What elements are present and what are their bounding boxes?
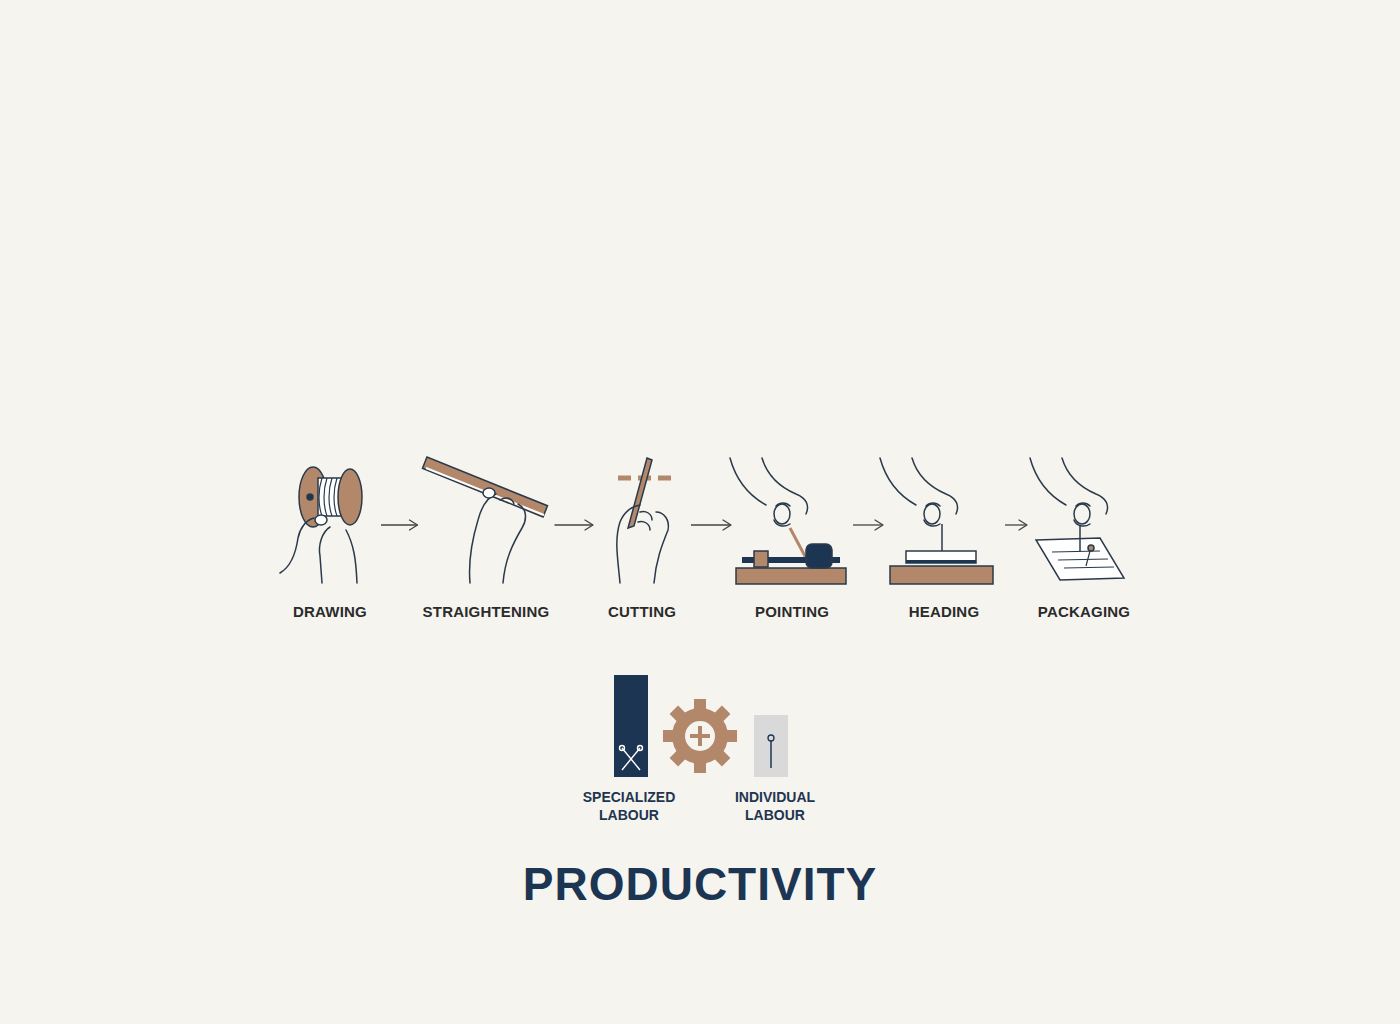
step-label: STRAIGHTENING [423,602,550,624]
spool-icon-part-part [319,527,330,583]
flow-arrow-part [555,524,594,525]
spool-icon-part-part [319,478,322,516]
process-step: POINTING [734,452,850,624]
flow-arrow-part [381,524,418,525]
specialized-bar-part-part [622,748,640,770]
process-step: CUTTING [596,452,688,624]
grinder-icon [730,458,846,584]
bar-label: INDIVIDUAL LABOUR [715,788,835,824]
flow-arrow-part [1019,520,1027,530]
spool-icon-part-part [324,478,327,516]
flow-arrow-part [1005,524,1027,525]
process-step: STRAIGHTENING [421,452,552,624]
grinder-icon-part [754,551,768,567]
specialized-bar [614,675,648,777]
step-label: DRAWING [293,602,367,624]
grinder-icon-part [736,568,846,584]
process-step: DRAWING [282,452,378,624]
grinder-icon-part [790,528,806,558]
knife-icon-part-part [638,521,650,530]
spool-icon [280,467,362,583]
gear-symbol-part [685,721,715,751]
spool-icon-part-part [329,478,332,516]
spool-icon-part-part [280,518,314,573]
ruler-icon-part-part [483,488,495,498]
ruler-icon-part-part [469,494,496,583]
flow-arrow [555,520,594,530]
flow-arrow-part [875,520,883,530]
anvil-icon-part [890,566,993,584]
process-step: HEADING [886,452,1002,624]
spool-icon-part [307,494,313,500]
spool-icon-part [338,469,362,525]
grinder-icon-part [730,458,808,526]
specialized-bar-part [620,746,643,771]
flow-arrow-part [853,524,883,525]
paper-icon-part [1086,551,1090,566]
specialized-bar-part-part [622,748,640,770]
paper-icon-part-part [1058,559,1108,560]
anvil-icon-part [941,524,943,552]
knife-icon [617,458,676,583]
knife-icon-part-part [617,505,640,583]
flow-arrow [691,520,731,530]
paper-icon-part [1088,545,1094,551]
process-step: PACKAGING [1030,452,1138,624]
gear-symbol [663,699,737,773]
spool-icon-part-part [346,530,357,583]
ruler-icon-part-part [500,498,514,504]
paper-icon-part-part [1064,567,1114,568]
ruler-icon-part [469,488,525,583]
flow-arrow [853,520,883,530]
gear-symbol-part [690,734,710,738]
knife-icon-part-part [654,512,668,583]
step-label: CUTTING [608,602,676,624]
knife-icon-part-part [640,511,652,520]
specialized-bar-part-part [638,746,643,751]
spool-icon-part-part [334,478,337,516]
flow-arrow [381,520,418,530]
ruler-icon-part [426,468,544,515]
ruler-icon [422,457,547,583]
individual-bar-part [768,735,774,741]
paper-icon [1030,458,1124,580]
step-label: POINTING [755,602,829,624]
flow-arrow [1005,520,1027,530]
individual-bar-part [770,741,772,768]
step-label: PACKAGING [1038,602,1130,624]
paper-icon-part [1079,526,1081,552]
knife-icon-part [617,505,669,583]
individual-bar-part [754,715,788,777]
anvil-icon [880,458,993,584]
grinder-icon-part [806,544,832,568]
knife-icon-part [628,458,652,528]
specialized-bar-part [614,675,648,777]
flow-arrow-part [691,524,731,525]
ruler-icon-part [422,457,547,517]
flow-arrow-part [723,520,731,530]
gear-symbol-part [672,708,728,764]
flow-arrow-part [410,520,418,530]
paper-icon-part [1052,551,1114,568]
spool-icon-part-part [315,515,327,525]
bar-label: SPECIALIZED LABOUR [569,788,689,824]
anvil-icon-part [906,560,976,563]
paper-icon-part [1030,458,1108,526]
ruler-icon-part-part [503,504,525,583]
individual-bar [754,715,788,777]
specialized-bar-part-part [620,746,625,751]
flow-arrow-part [585,520,593,530]
anvil-icon-part [906,551,976,563]
step-label: HEADING [909,602,980,624]
anvil-icon-part [880,458,958,526]
spool-icon-part [280,515,357,583]
title: PRODUCTIVITY [523,856,877,912]
